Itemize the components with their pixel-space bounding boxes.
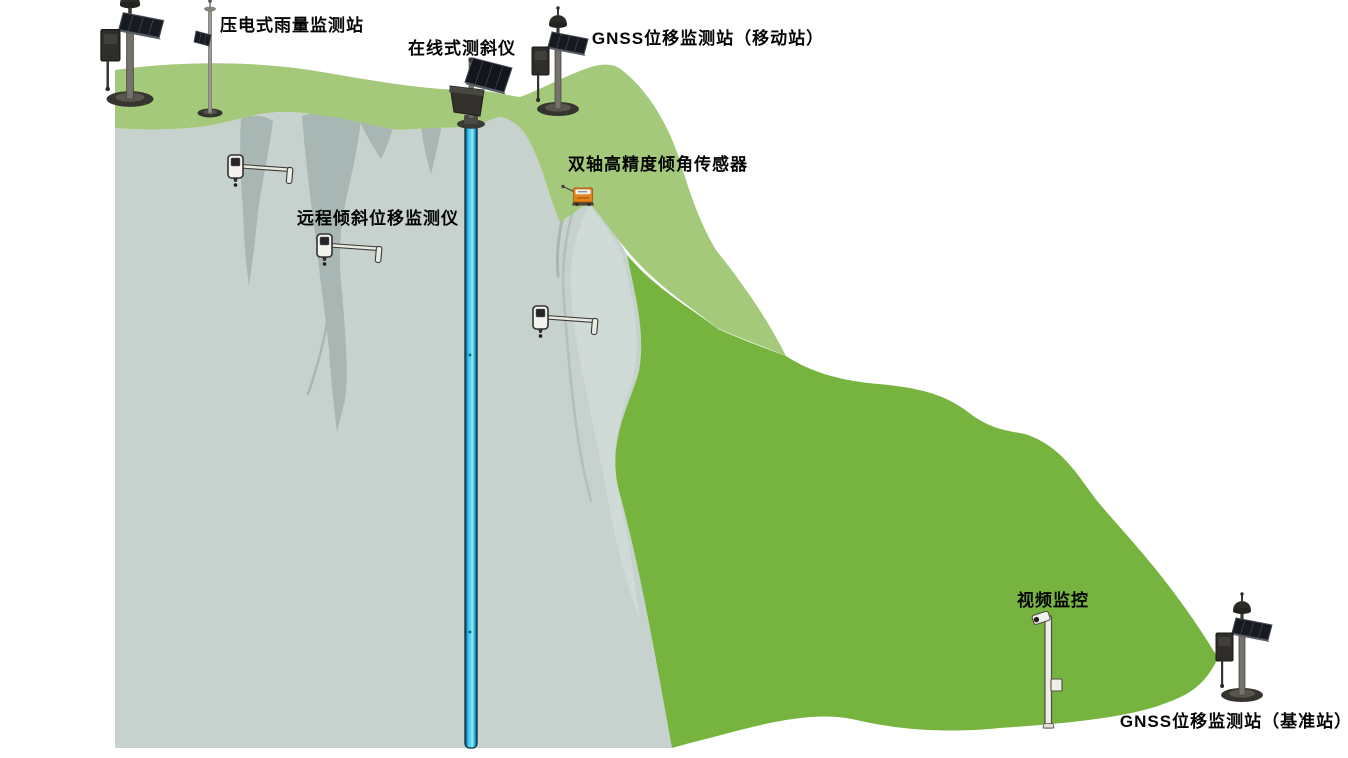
sliding-wedge-highlight [570, 205, 640, 620]
bedrock-cross-section [115, 111, 672, 748]
fissure-line [561, 205, 593, 503]
fissure-streak [302, 112, 361, 432]
inclinometer-station [449, 57, 513, 129]
label-rain-station: 压电式雨量监测站 [220, 16, 364, 35]
label-dual-axis-tilt-sensor: 双轴高精度倾角传感器 [568, 155, 748, 174]
landslide-mass [589, 203, 1218, 748]
gnss-station-base [1215, 591, 1273, 703]
dual-axis-tilt-sensor [561, 184, 594, 207]
rain-gauge-station [193, 0, 223, 118]
label-video-surveillance: 视频监控 [1017, 591, 1089, 610]
label-inclinometer: 在线式测斜仪 [408, 39, 516, 58]
label-remote-tilt-monitor: 远程倾斜位移监测仪 [297, 209, 459, 228]
fissure-streak [240, 115, 273, 286]
fissure-fork [306, 298, 333, 396]
inclinometer-borehole-casing [464, 123, 478, 749]
label-gnss-mobile-station: GNSS位移监测站（移动站） [591, 29, 825, 48]
video-surveillance-pole [1031, 610, 1063, 729]
label-gnss-base-station: GNSS位移监测站（基准站） [1119, 712, 1348, 731]
surface-soil-layer [115, 63, 786, 356]
